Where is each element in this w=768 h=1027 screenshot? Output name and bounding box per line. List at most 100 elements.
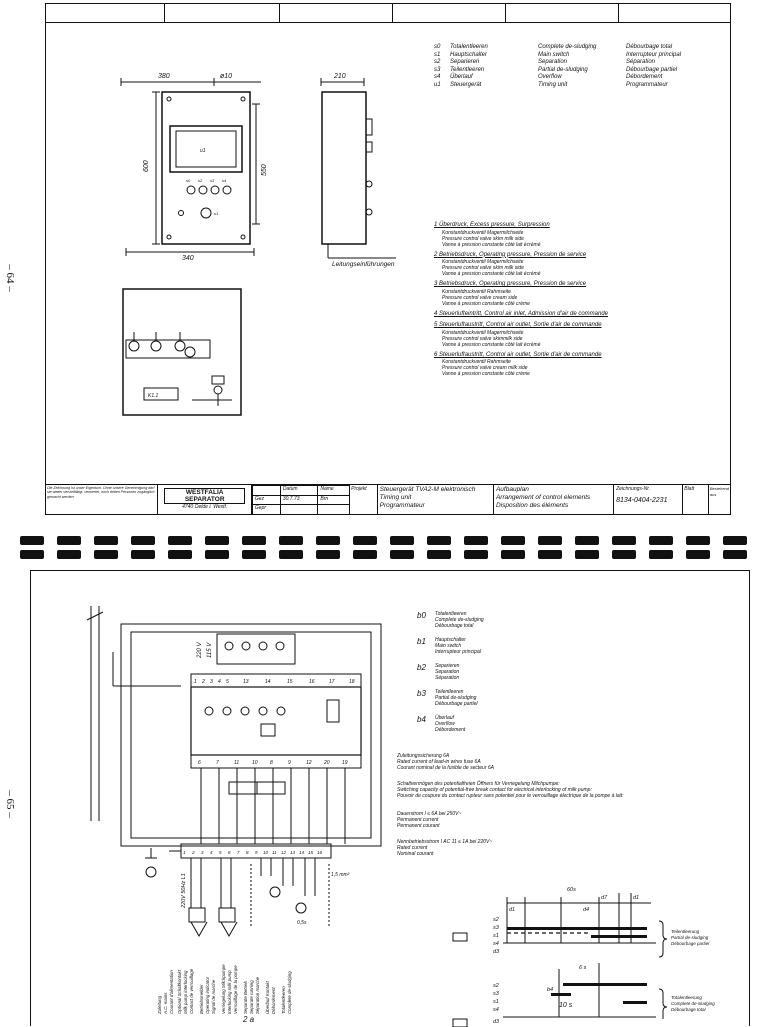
note-3: 3 Betriebsdruck, Operating pressure, Pre… xyxy=(434,281,587,307)
front-view-drawing: 380 ø10 600 550 340 210 u1 s0 s2 s3 s4 s… xyxy=(120,73,396,268)
note-2: 2 Betriebsdruck, Operating pressure, Pre… xyxy=(434,251,587,278)
svg-text:Separate Betrieb: Separate Betrieb xyxy=(243,980,248,1014)
svg-text:18: 18 xyxy=(349,679,355,685)
col-datum: Datum xyxy=(279,485,319,496)
legend-fr: Débordement xyxy=(626,74,663,80)
svg-text:17: 17 xyxy=(329,679,335,685)
svg-text:13: 13 xyxy=(290,850,296,855)
svg-text:14: 14 xyxy=(265,679,271,685)
dim-width: 380 xyxy=(158,73,170,80)
svg-text:4: 4 xyxy=(218,679,221,685)
voltage-220: 220 V xyxy=(197,641,203,659)
legend-code-b4: b4 xyxy=(417,715,426,724)
svg-text:14: 14 xyxy=(299,850,305,855)
svg-text:5: 5 xyxy=(219,850,222,855)
legend-de: Teilentleeren xyxy=(450,66,485,73)
label-s2: s2 xyxy=(198,178,203,183)
svg-text:Séparation marche: Séparation marche xyxy=(255,976,260,1014)
blatt-cell: Blatt xyxy=(683,485,709,515)
svg-text:2: 2 xyxy=(191,850,195,855)
legend-de: Totalentleeren xyxy=(450,44,488,50)
svg-text:s2: s2 xyxy=(493,983,499,989)
row-gepr: Gepr xyxy=(251,504,281,515)
svg-text:10: 10 xyxy=(252,760,258,766)
svg-text:Signal de marche: Signal de marche xyxy=(211,979,216,1014)
legend-code-b3: b3 xyxy=(417,689,426,698)
note-1: 1 Überdruck, Excess pressure, Surpressio… xyxy=(434,222,550,248)
svg-text:d7: d7 xyxy=(601,895,608,901)
company-address: 4740 Oelde i. Westf. xyxy=(182,504,228,510)
label-s4: s4 xyxy=(222,178,227,183)
pressure-notes: 1 Überdruck, Excess pressure, Surpressio… xyxy=(434,222,714,381)
label-s1: s1 xyxy=(214,211,218,216)
legend-de: Steuergerät xyxy=(450,81,482,88)
col-name: Name xyxy=(317,485,351,496)
legend-code: s2 xyxy=(434,59,441,65)
svg-text:Interlocking milk pump: Interlocking milk pump xyxy=(227,970,232,1014)
svg-text:9: 9 xyxy=(288,760,291,766)
svg-text:s4: s4 xyxy=(493,1007,499,1013)
svg-text:10 s: 10 s xyxy=(559,1002,573,1009)
legend-code-b1: b1 xyxy=(417,637,426,646)
svg-text:6: 6 xyxy=(228,850,231,855)
drawing-name: Brn xyxy=(317,494,351,506)
svg-text:16: 16 xyxy=(317,850,323,855)
header-strip xyxy=(46,4,730,23)
svg-text:Operating indicator: Operating indicator xyxy=(205,976,210,1014)
nominal-current: Nennbetriebsstrom I AC 11 ≤ 1A bei 220V~… xyxy=(397,839,493,857)
svg-text:7: 7 xyxy=(237,850,240,855)
page-number-lower: – 65 – xyxy=(3,790,16,818)
dim-hole: ø10 xyxy=(220,73,232,80)
dim-depth: 210 xyxy=(333,73,346,80)
svg-text:s3: s3 xyxy=(493,991,500,997)
legend-de: Separieren xyxy=(450,59,480,65)
company-cell: WESTFALIA SEPARATOR 4740 Oelde i. Westf. xyxy=(158,485,252,515)
svg-text:Totalentleeren: Totalentleeren xyxy=(281,986,286,1014)
svg-text:Complete de-sludging: Complete de-sludging xyxy=(671,1001,715,1006)
svg-text:8: 8 xyxy=(246,850,249,855)
svg-text:3: 3 xyxy=(210,679,213,685)
wire-gauge: 1,5 mm² xyxy=(331,872,350,878)
legend-de: Hauptschalter xyxy=(450,51,488,58)
svg-text:Überlauf Kontakt: Überlauf Kontakt xyxy=(265,981,270,1014)
subtitle-fr: Disposition des éléments xyxy=(495,502,569,509)
projekt-cell: Projekt xyxy=(350,485,378,515)
svg-text:d1: d1 xyxy=(509,907,515,913)
legend-en: Complete de-sludging xyxy=(538,44,597,50)
legend-fr: Programmateur xyxy=(626,81,668,88)
svg-text:8: 8 xyxy=(270,760,273,766)
legend-code: s4 xyxy=(434,74,441,80)
row-gez: Gez xyxy=(251,494,281,506)
svg-text:1: 1 xyxy=(183,850,186,855)
subtitle-de: Aufbauplan xyxy=(495,486,529,493)
legend-en: Partial de-sludging xyxy=(538,66,588,73)
svg-text:Débourbage partiel: Débourbage partiel xyxy=(671,941,710,946)
title-block: Die Zeichnung ist unser Eigentum. Ohne u… xyxy=(46,484,730,515)
dim-height: 600 xyxy=(143,160,150,172)
svg-text:Débordement: Débordement xyxy=(271,987,276,1014)
svg-text:20: 20 xyxy=(323,760,330,766)
svg-text:Optional Schaltkontakt: Optional Schaltkontakt xyxy=(177,969,182,1014)
svg-text:2: 2 xyxy=(201,679,205,685)
svg-text:9: 9 xyxy=(255,850,258,855)
legend-fr: Débourbage partiel xyxy=(626,66,678,73)
svg-text:Totalentleerung: Totalentleerung xyxy=(671,995,702,1000)
svg-text:15: 15 xyxy=(287,679,293,685)
legend-code-b0: b0 xyxy=(417,611,426,620)
svg-text:19: 19 xyxy=(342,760,348,766)
legend-en: Main switch xyxy=(538,51,570,58)
svg-text:1: 1 xyxy=(194,679,197,685)
page-number-upper: – 64 – xyxy=(3,264,16,292)
svg-text:6: 6 xyxy=(198,760,201,766)
switching-spec: Schaltvermögen des potentialfreien Öffne… xyxy=(397,781,624,799)
svg-text:Verrouillage de la pompe: Verrouillage de la pompe xyxy=(233,965,238,1014)
drawing-number-cell: Zeichnungs-Nr. 8134-0404-2231 xyxy=(614,485,684,515)
